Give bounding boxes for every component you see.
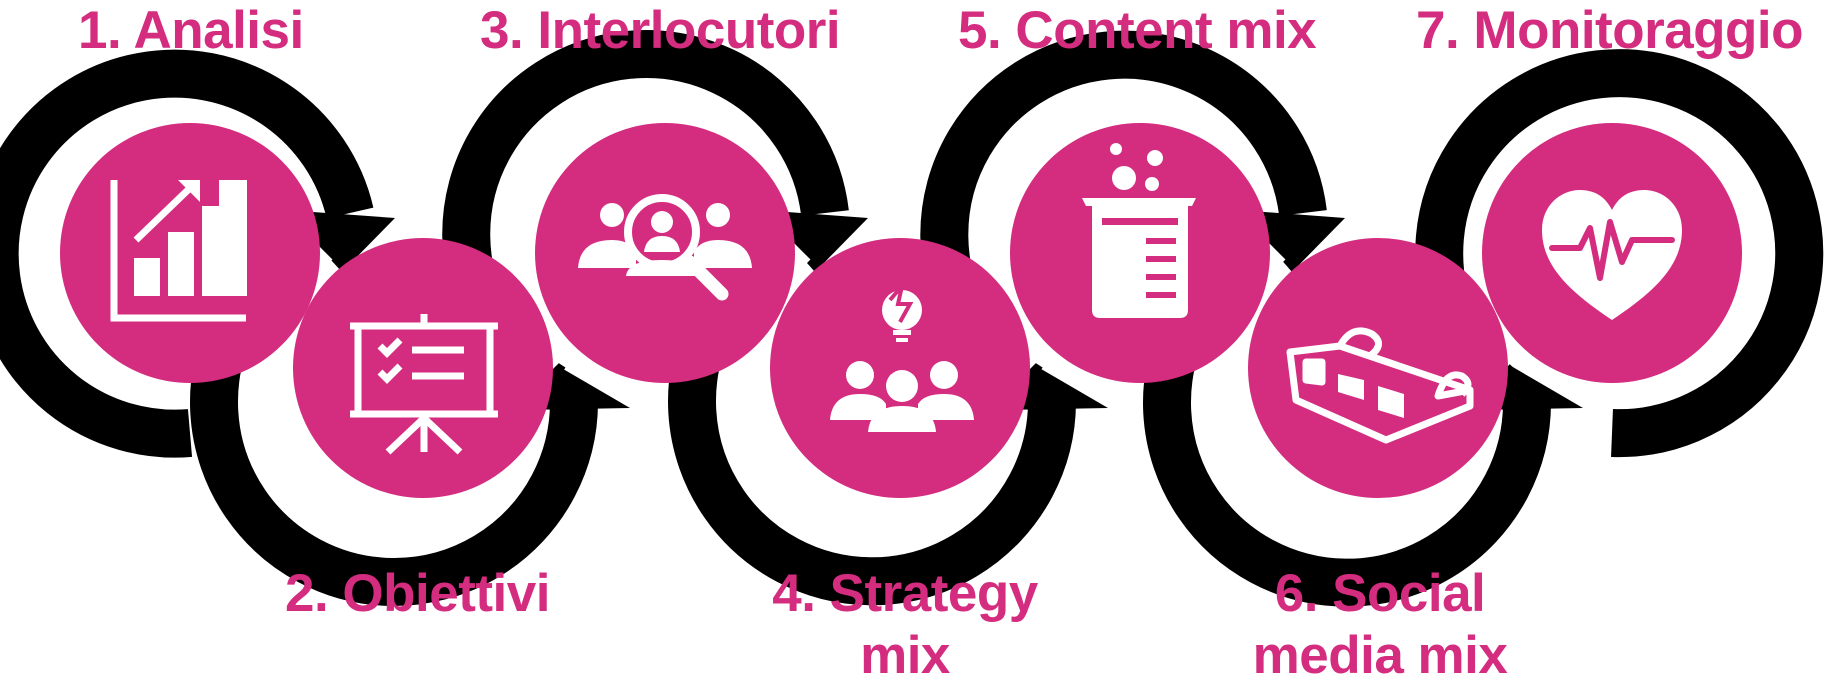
step-3-disc bbox=[535, 123, 795, 383]
step-7-label: 7. Monitoraggio bbox=[1416, 1, 1804, 60]
audience-search-icon bbox=[578, 194, 752, 301]
step-1-label: 1. Analisi bbox=[78, 1, 304, 60]
step-4-label-line1: 4. Strategy bbox=[772, 564, 1038, 623]
presentation-board-icon bbox=[350, 314, 498, 455]
step-2-disc bbox=[293, 238, 553, 498]
3d-glasses-icon bbox=[1286, 327, 1474, 444]
step-4-disc bbox=[770, 238, 1030, 498]
step-6-disc bbox=[1248, 238, 1508, 498]
step-5-label: 5. Content mix bbox=[958, 1, 1317, 60]
step-6-label: 6. Social media mix bbox=[1230, 563, 1530, 687]
step-7-ring bbox=[1415, 49, 1824, 458]
step-2-label: 2. Obiettivi bbox=[285, 564, 550, 623]
step-4-label: 4. Strategy mix bbox=[760, 563, 1050, 687]
step-6-label-line2: media mix bbox=[1252, 626, 1508, 685]
beaker-icon bbox=[1082, 143, 1196, 318]
heartbeat-icon bbox=[1542, 190, 1682, 320]
step-4-label-line2: mix bbox=[860, 626, 950, 685]
team-idea-icon bbox=[830, 284, 974, 432]
step-6-label-line1: 6. Social bbox=[1274, 564, 1486, 623]
bar-chart-icon bbox=[110, 180, 247, 322]
step-3-label: 3. Interlocutori bbox=[480, 1, 841, 60]
